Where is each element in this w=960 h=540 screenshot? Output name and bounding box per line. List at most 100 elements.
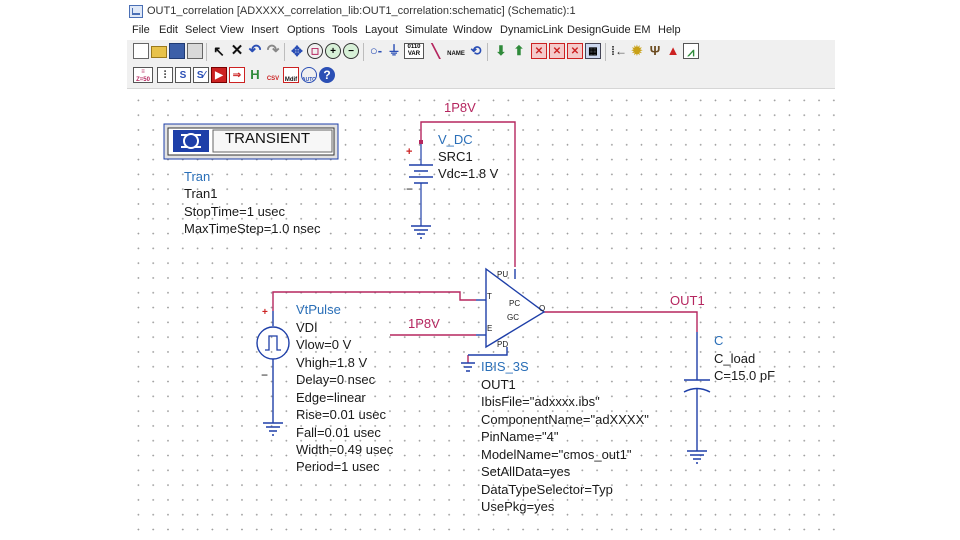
- menu-window[interactable]: Window: [453, 24, 493, 36]
- menu-select[interactable]: Select: [185, 24, 216, 36]
- auto-icon[interactable]: AUTO: [301, 67, 317, 83]
- ibis-pin-o: O: [539, 304, 546, 313]
- tran-edit-icon[interactable]: ⇒: [229, 67, 245, 83]
- transient-button-label[interactable]: TRANSIENT: [225, 130, 311, 147]
- vdc-value-label: Vdc=1.8 V: [438, 166, 499, 181]
- undo-icon[interactable]: ↶: [248, 43, 262, 59]
- zoom-in-icon[interactable]: +: [325, 43, 341, 59]
- menu-bar: File Edit Select View Insert Options Too…: [127, 22, 835, 40]
- menu-view[interactable]: View: [220, 24, 244, 36]
- pins-icon[interactable]: ⁞←: [611, 44, 627, 58]
- ibis-param: IbisFile="adxxxx.ibs": [481, 394, 600, 409]
- csv-label: CSV: [266, 76, 280, 82]
- z50-icon[interactable]: ≡Z=50: [133, 67, 153, 83]
- ads-schematic-window: OUT1_correlation [ADXXXX_correlation_lib…: [127, 0, 835, 540]
- vtpulse-param: Width=0.49 usec: [296, 442, 394, 457]
- menu-simulate[interactable]: Simulate: [405, 24, 448, 36]
- tran-icon[interactable]: ▶: [211, 67, 227, 83]
- h-icon[interactable]: H: [250, 67, 260, 82]
- vtpulse-param: Edge=linear: [296, 390, 366, 405]
- mdif-label: Mdif: [284, 77, 298, 83]
- save-icon[interactable]: [169, 43, 185, 59]
- s-param-icon[interactable]: ⫶: [157, 67, 173, 83]
- cap-type-label: C: [714, 333, 724, 348]
- ibis-pin-e: E: [487, 324, 493, 333]
- red-x1-icon[interactable]: ✕: [531, 43, 547, 59]
- vtpulse-source-symbol[interactable]: [256, 311, 290, 436]
- csv-icon[interactable]: CSV: [265, 67, 281, 83]
- menu-file[interactable]: File: [132, 24, 150, 36]
- spectrum-icon[interactable]: ⩘: [683, 43, 699, 59]
- tuning-fork-icon[interactable]: Ψ: [649, 43, 661, 58]
- menu-tools[interactable]: Tools: [332, 24, 358, 36]
- wires: [272, 121, 698, 363]
- simulation-toolbar: ≡Z=50 ⫶ S S⁄ ▶ ⇒ H CSV Mdif AUTO ?: [127, 64, 835, 89]
- vtpulse-param: Delay=0 nsec: [296, 372, 376, 387]
- menu-designguide[interactable]: DesignGuide: [567, 24, 631, 36]
- rotate-icon[interactable]: ⟲: [470, 43, 482, 58]
- help-icon[interactable]: ?: [319, 67, 335, 83]
- up-arrow-icon[interactable]: ▲: [666, 43, 680, 58]
- menu-em[interactable]: EM: [634, 24, 651, 36]
- grid-icon[interactable]: ▦: [585, 43, 601, 59]
- menu-layout[interactable]: Layout: [365, 24, 399, 36]
- port-icon[interactable]: ○-: [369, 43, 383, 58]
- schematic-drawing: [163, 121, 711, 464]
- transient-controller[interactable]: [163, 123, 339, 160]
- move-icon[interactable]: ✥: [291, 43, 303, 59]
- ibis-pin-pd: PD: [497, 340, 509, 349]
- vdc-plus-sign: +: [406, 146, 413, 158]
- vtpulse-param: Vhigh=1.8 V: [296, 355, 368, 370]
- print-icon[interactable]: [187, 43, 203, 59]
- ibis-param: ModelName="cmos_out1": [481, 447, 632, 462]
- vtpulse-minus-sign: −: [261, 368, 269, 382]
- vtpulse-param: Fall=0.01 usec: [296, 425, 381, 440]
- ibis-param: PinName="4": [481, 429, 559, 444]
- new-file-icon[interactable]: [133, 43, 149, 59]
- vtpulse-param: Rise=0.01 usec: [296, 407, 386, 422]
- redo-icon[interactable]: ↷: [266, 43, 280, 59]
- ibis-buffer-symbol[interactable]: [461, 267, 546, 372]
- vtpulse-plus-sign: +: [262, 307, 268, 318]
- schematic-canvas[interactable]: TRANSIENT Tran Tran1 StopTime=1 usec Max…: [127, 89, 835, 540]
- select-arrow-icon[interactable]: ↖: [213, 43, 225, 59]
- pop-out-icon[interactable]: ⬆: [513, 43, 525, 58]
- cap-instance-label: C_load: [714, 351, 756, 366]
- title-bar: OUT1_correlation [ADXXXX_correlation_lib…: [127, 0, 835, 22]
- push-into-icon[interactable]: ⬇: [495, 43, 507, 58]
- s-component-icon[interactable]: S: [175, 67, 191, 83]
- ibis-type-label: IBIS_3S: [481, 359, 529, 374]
- menu-edit[interactable]: Edit: [159, 24, 178, 36]
- ibis-param: DataTypeSelector=Typ: [481, 482, 613, 497]
- delete-x-icon[interactable]: ✕: [230, 43, 244, 59]
- z50-label: Z=50: [136, 77, 150, 83]
- open-folder-icon[interactable]: [151, 46, 167, 58]
- tran-instance-label: Tran1: [184, 186, 218, 201]
- app-icon: [129, 5, 143, 18]
- ground-icon[interactable]: ⏚: [387, 43, 401, 58]
- ibis-pin-pc: PC: [509, 299, 521, 308]
- ibis-pin-t: T: [487, 292, 492, 301]
- vtpulse-instance-label: VDI: [296, 320, 318, 335]
- ibis-param: UsePkg=yes: [481, 499, 555, 514]
- menu-help[interactable]: Help: [658, 24, 681, 36]
- name-label: NAME: [447, 51, 465, 57]
- ibis-pin-pu: PU: [497, 270, 509, 279]
- red-x2-icon[interactable]: ✕: [549, 43, 565, 59]
- zoom-area-icon[interactable]: ◻: [307, 43, 323, 59]
- menu-insert[interactable]: Insert: [251, 24, 279, 36]
- s-alt-icon[interactable]: S⁄: [193, 67, 209, 83]
- menu-dynamiclink[interactable]: DynamicLink: [500, 24, 563, 36]
- cap-value-label: C=15.0 pF: [714, 368, 776, 383]
- vtpulse-param: Vlow=0 V: [296, 337, 352, 352]
- name-icon[interactable]: NAME: [446, 43, 466, 59]
- zoom-out-icon[interactable]: −: [343, 43, 359, 59]
- ibis-param: SetAllData=yes: [481, 464, 571, 479]
- bulb-icon[interactable]: ✹: [631, 43, 643, 58]
- red-x3-icon[interactable]: ✕: [567, 43, 583, 59]
- wire-icon[interactable]: ╲: [431, 43, 441, 59]
- mdif-icon[interactable]: Mdif: [283, 67, 299, 83]
- menu-options[interactable]: Options: [287, 24, 325, 36]
- capacitor-symbol[interactable]: [683, 332, 711, 464]
